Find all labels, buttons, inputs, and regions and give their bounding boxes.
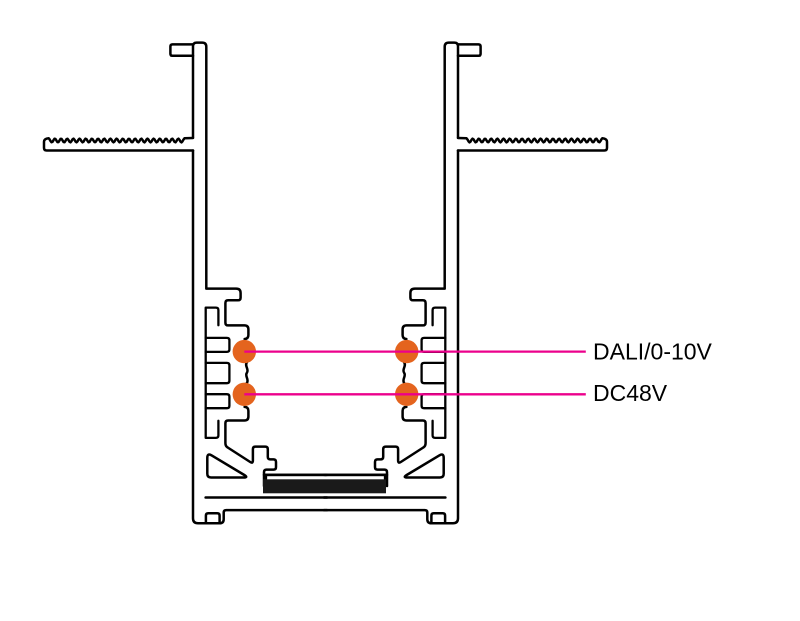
svg-text:DALI/0-10V: DALI/0-10V [593,339,713,365]
svg-text:DC48V: DC48V [593,380,668,406]
